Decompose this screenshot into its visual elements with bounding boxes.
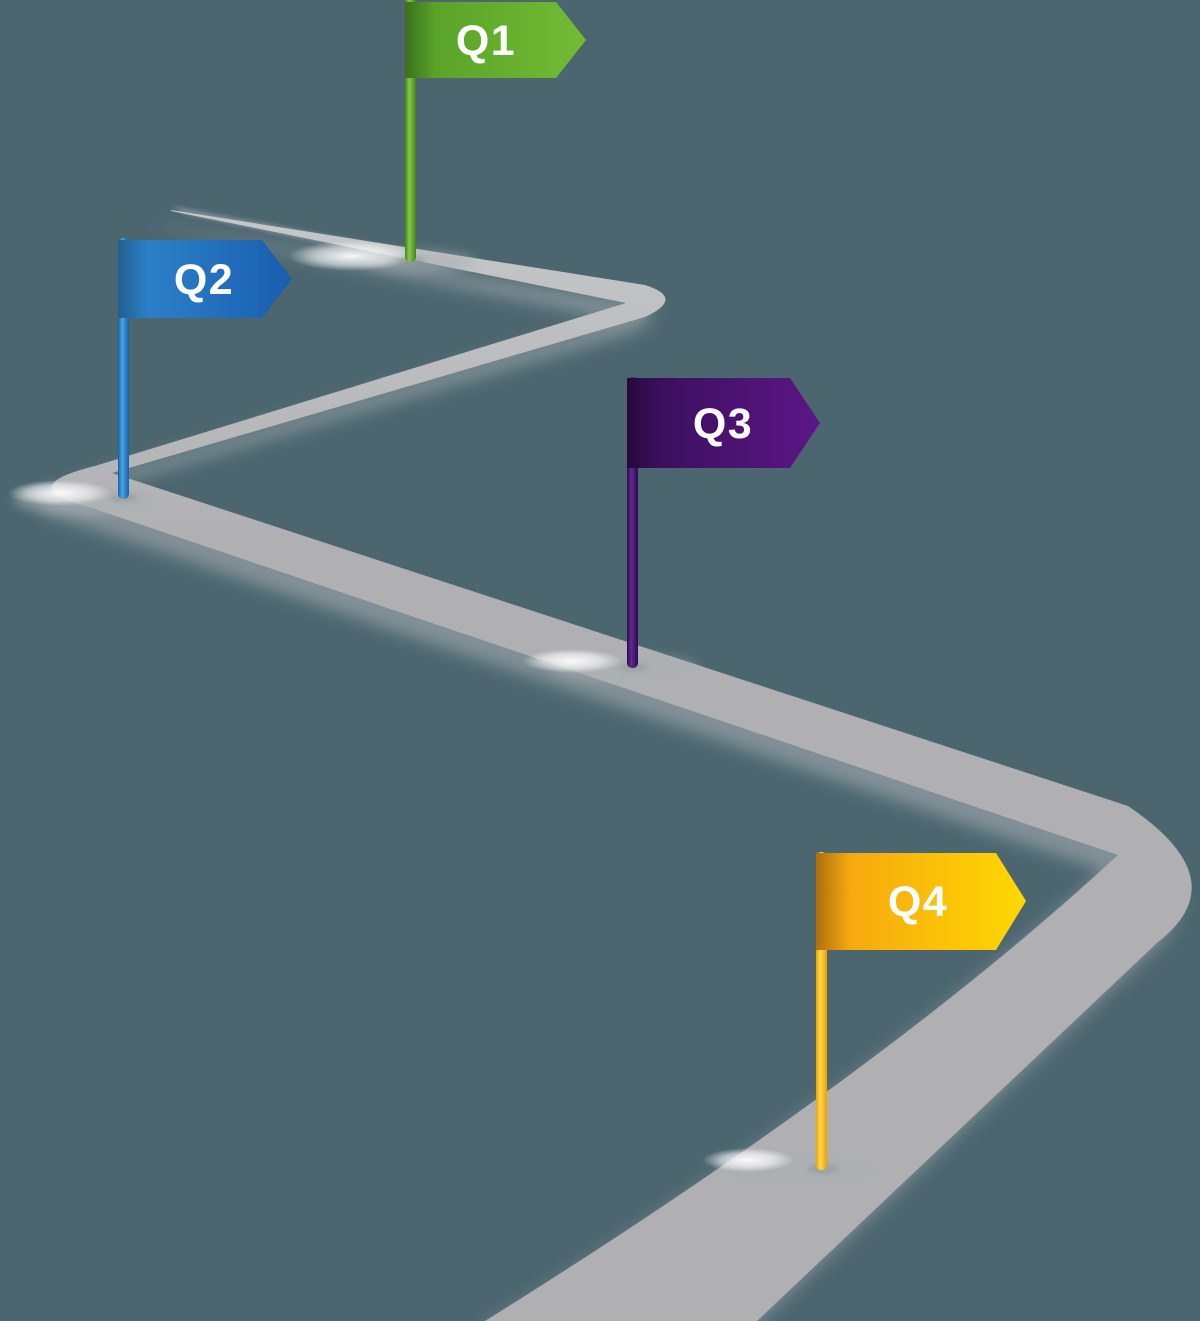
q4-flag-banner bbox=[816, 853, 1026, 950]
milestone-flag-q1: Q1 bbox=[288, 0, 586, 273]
q4-flag-label: Q4 bbox=[888, 878, 948, 926]
q3-flag-label: Q3 bbox=[693, 400, 753, 448]
road-path bbox=[51, 210, 1192, 1321]
milestone-flag-q3: Q3 bbox=[522, 377, 820, 681]
q1-flag-label: Q1 bbox=[456, 17, 516, 65]
q3-flag-banner bbox=[627, 378, 820, 468]
q3-base-glow bbox=[522, 649, 622, 673]
milestone-flag-q4: Q4 bbox=[702, 852, 1026, 1186]
q4-banner-fold bbox=[816, 853, 850, 950]
q1-banner-fold bbox=[405, 2, 435, 78]
q4-base-glow bbox=[702, 1148, 794, 1172]
milestone-flag-q2: Q2 bbox=[8, 238, 292, 515]
q2-banner-fold bbox=[118, 240, 148, 318]
q2-flag-banner bbox=[118, 240, 292, 318]
q2-base-glow bbox=[8, 480, 112, 506]
q1-flag-banner bbox=[405, 2, 586, 78]
q1-base-glow bbox=[288, 241, 416, 271]
q2-flag-label: Q2 bbox=[174, 256, 234, 304]
q3-banner-fold bbox=[627, 378, 661, 468]
